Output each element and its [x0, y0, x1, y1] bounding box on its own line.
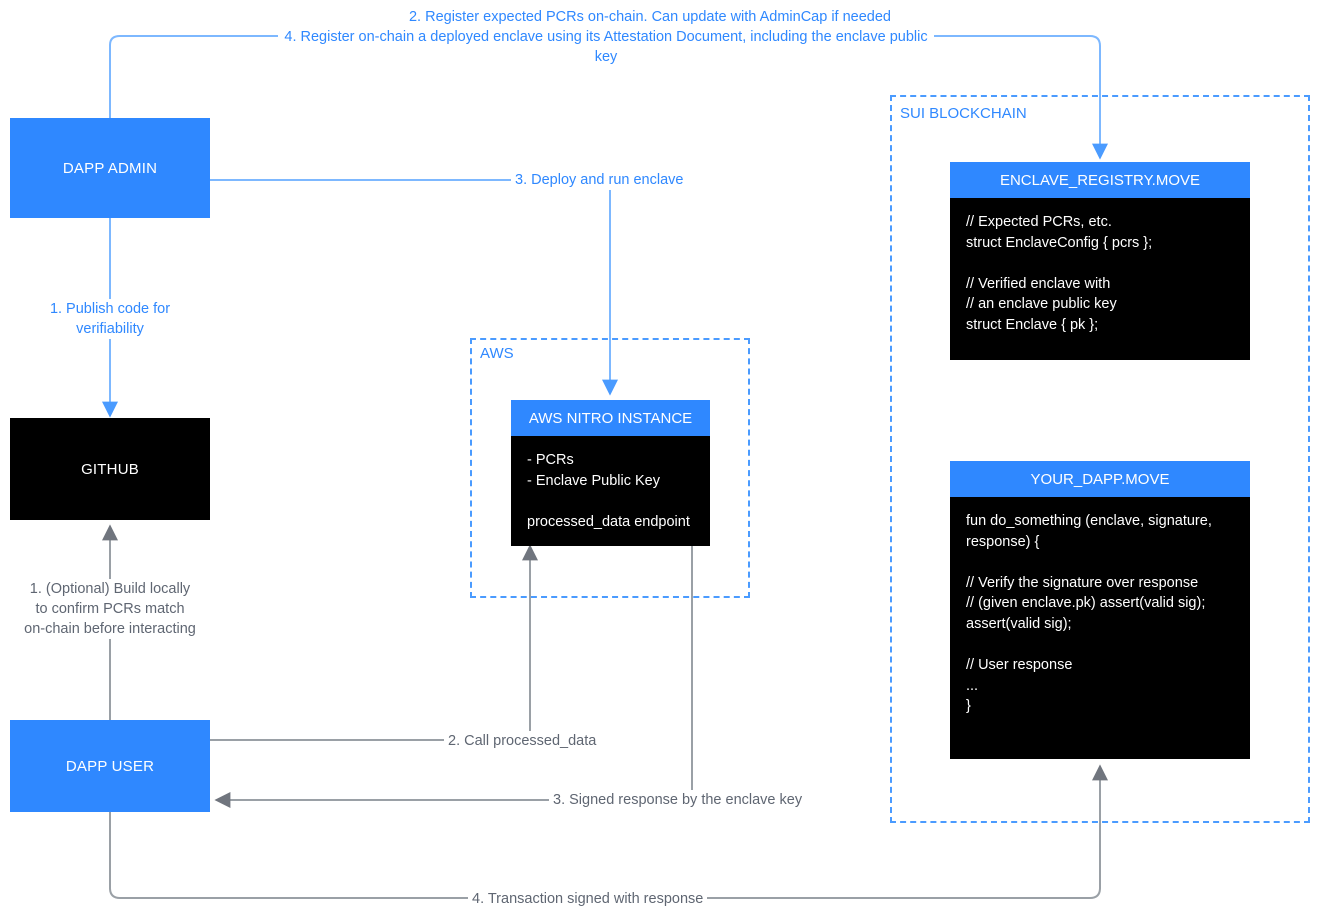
- region-aws-label: AWS: [476, 345, 518, 362]
- node-github[interactable]: GITHUB: [10, 418, 210, 520]
- edge-label-transaction-signed: 4. Transaction signed with response: [468, 889, 708, 909]
- node-dapp-user-label: DAPP USER: [65, 757, 155, 775]
- node-dapp-user[interactable]: DAPP USER: [10, 720, 210, 812]
- edge-label-publish-code: 1. Publish code for verifiability: [22, 299, 198, 339]
- edge-label-build-locally: 1. (Optional) Build locally to confirm P…: [20, 579, 200, 639]
- node-enclave-registry-move-header: ENCLAVE_REGISTRY.MOVE: [950, 162, 1250, 198]
- region-sui-blockchain-label: SUI BLOCKCHAIN: [896, 105, 1031, 122]
- node-aws-nitro-instance-header: AWS NITRO INSTANCE: [511, 400, 710, 436]
- edge-label-signed-response: 3. Signed response by the enclave key: [549, 790, 807, 810]
- node-your-dapp-move-header: YOUR_DAPP.MOVE: [950, 461, 1250, 497]
- edge-label-register-enclave: 4. Register on-chain a deployed enclave …: [278, 27, 934, 67]
- node-enclave-registry-move-body: // Expected PCRs, etc. struct EnclaveCon…: [950, 198, 1250, 360]
- node-dapp-admin-label: DAPP ADMIN: [62, 159, 158, 177]
- region-aws: [470, 338, 750, 598]
- edge-label-call-processed-data: 2. Call processed_data: [444, 731, 601, 751]
- edge-label-register-pcrs: 2. Register expected PCRs on-chain. Can …: [300, 7, 1000, 27]
- node-your-dapp-move-body: fun do_something (enclave, signature, re…: [950, 497, 1250, 759]
- node-aws-nitro-instance-body: - PCRs - Enclave Public Key processed_da…: [511, 436, 710, 546]
- region-sui-blockchain: [890, 95, 1310, 823]
- edge-label-deploy-run-enclave: 3. Deploy and run enclave: [511, 170, 688, 190]
- node-aws-nitro-instance[interactable]: AWS NITRO INSTANCE - PCRs - Enclave Publ…: [511, 400, 710, 546]
- node-enclave-registry-move[interactable]: ENCLAVE_REGISTRY.MOVE // Expected PCRs, …: [950, 162, 1250, 360]
- node-github-label: GITHUB: [81, 460, 139, 478]
- node-your-dapp-move[interactable]: YOUR_DAPP.MOVE fun do_something (enclave…: [950, 461, 1250, 759]
- node-dapp-admin[interactable]: DAPP ADMIN: [10, 118, 210, 218]
